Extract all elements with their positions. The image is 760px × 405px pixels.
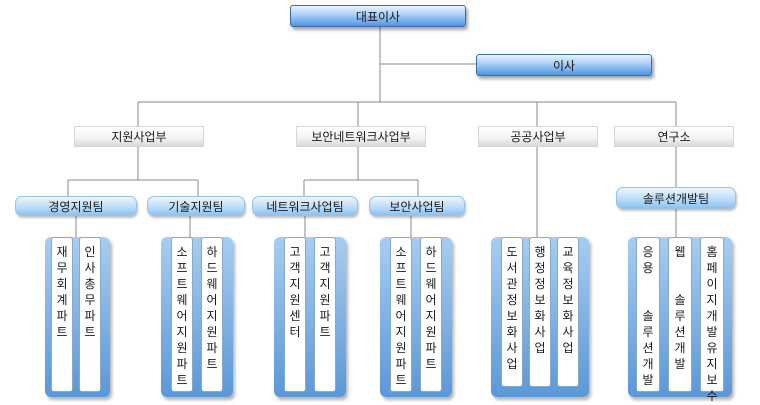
team-label: 솔루션개발팀 (642, 191, 710, 206)
team-label: 경영지원팀 (48, 199, 104, 214)
team-label: 네트워크사업팀 (266, 199, 344, 214)
director-label: 이사 (552, 58, 576, 73)
team-solution-dev: 솔루션개발팀 (616, 187, 736, 209)
division-label: 연구소 (657, 130, 691, 144)
director-box: 이사 (476, 54, 652, 76)
division-research: 연구소 (614, 126, 734, 147)
team-management-support: 경영지원팀 (15, 196, 137, 216)
team-label: 보안사업팀 (389, 199, 445, 214)
team-security-business: 보안사업팀 (369, 196, 465, 216)
division-label: 공공사업부 (510, 130, 566, 144)
division-support: 지원사업부 (74, 126, 204, 147)
division-label: 지원사업부 (111, 130, 167, 144)
division-public: 공공사업부 (478, 126, 598, 147)
ceo-label: 대표이사 (355, 9, 401, 24)
ceo-box: 대표이사 (290, 5, 466, 27)
team-tech-support: 기술지원팀 (147, 196, 245, 216)
team-label: 기술지원팀 (168, 199, 224, 214)
division-label: 보안네트워크사업부 (311, 130, 411, 144)
division-security-network: 보안네트워크사업부 (296, 126, 426, 147)
team-network-business: 네트워크사업팀 (252, 196, 358, 216)
